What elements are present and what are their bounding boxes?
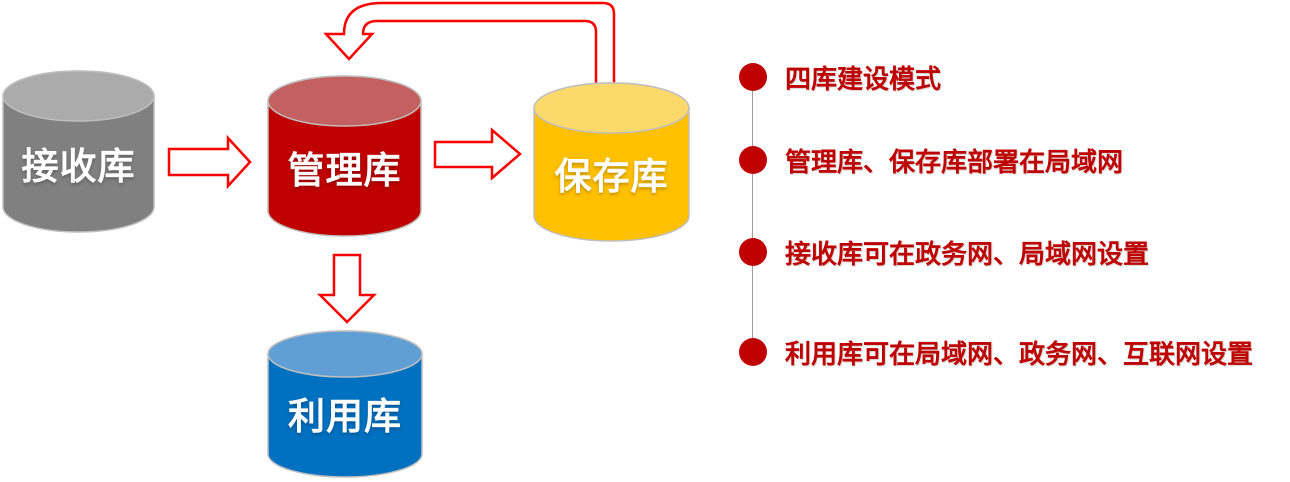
arrow-receive-to-manage-icon [167,134,252,190]
note-item-1: 四库建设模式 [739,57,941,97]
cylinder-store: 保存库 [533,82,690,242]
cylinder-use-shape [267,330,423,478]
bullet-dot-icon [739,63,767,91]
note-item-4: 利用库可在局域网、政务网、互联网设置 [739,332,1253,372]
cylinder-receive: 接收库 [2,70,155,233]
note-item-3: 接收库可在政务网、局域网设置 [739,232,1149,272]
note-item-2: 管理库、保存库部署在局域网 [739,140,1123,180]
note-text: 利用库可在局域网、政务网、互联网设置 [785,338,1254,369]
cylinder-manage-shape [267,75,422,237]
arrow-manage-to-store-icon [433,127,522,181]
bullet-dot-icon [739,338,767,366]
bullet-dot-icon [739,238,767,266]
cylinder-manage-label: 管理库 [287,150,402,191]
cylinder-use: 利用库 [267,330,423,478]
note-text: 管理库、保存库部署在局域网 [785,146,1124,177]
notes-connector-line [752,77,753,352]
note-text: 四库建设模式 [785,63,942,94]
cylinder-store-shape [533,82,690,242]
bullet-dot-icon [739,146,767,174]
cylinder-receive-label: 接收库 [21,145,136,187]
cylinder-use-label: 利用库 [288,396,402,437]
cylinder-manage: 管理库 [267,75,422,237]
note-text: 接收库可在政务网、局域网设置 [785,238,1150,269]
cylinder-receive-shape [2,70,155,233]
cylinder-store-label: 保存库 [554,156,669,197]
arrow-manage-to-use-icon [316,253,378,324]
